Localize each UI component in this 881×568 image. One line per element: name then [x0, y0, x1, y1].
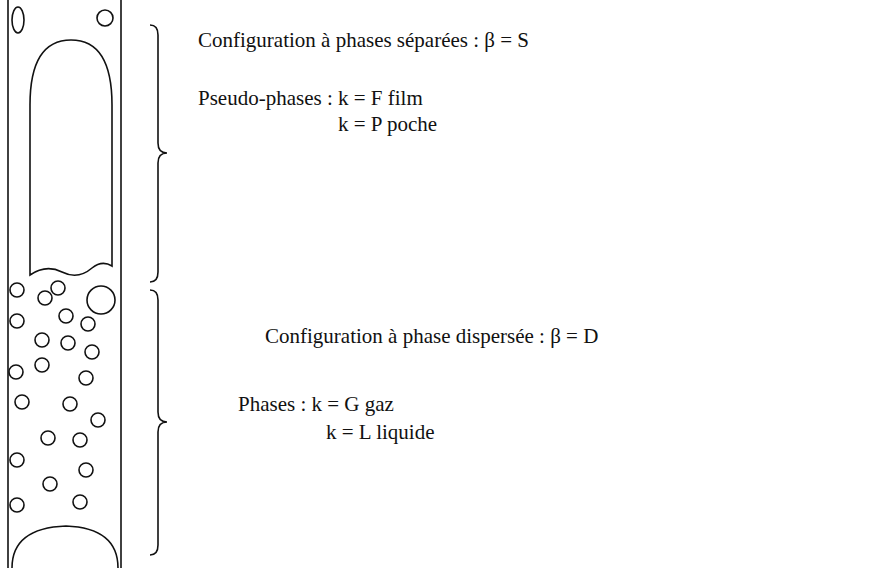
- annotation-text: Configuration à phases séparées : β = S: [198, 28, 529, 53]
- bubble: [63, 397, 77, 411]
- annotation-text: Configuration à phase dispersée : β = D: [265, 324, 598, 349]
- brace: [150, 290, 167, 555]
- brace: [150, 25, 167, 282]
- bubble: [91, 413, 105, 427]
- bubble: [79, 463, 93, 477]
- bubble: [41, 431, 55, 445]
- pipe-wall: [7, 0, 9, 568]
- taylor-bubble: [30, 40, 112, 275]
- bubble: [38, 291, 52, 305]
- bubble: [10, 314, 24, 328]
- bubble: [43, 477, 57, 491]
- bubble: [35, 358, 49, 372]
- bubble: [73, 495, 87, 509]
- bubble: [12, 7, 24, 33]
- bubble: [10, 498, 24, 512]
- bubble: [85, 345, 99, 359]
- bubble: [59, 309, 73, 323]
- taylor-bubble-nose: [12, 526, 118, 568]
- annotation-text: k = L liquide: [326, 420, 434, 445]
- bubble: [87, 286, 115, 314]
- pipe-wall: [120, 0, 122, 568]
- bubble: [79, 371, 93, 385]
- bubble: [73, 433, 87, 447]
- annotation-text: k = P poche: [338, 112, 437, 137]
- bubble: [81, 317, 95, 331]
- bubble: [61, 336, 75, 350]
- bubble: [9, 365, 23, 379]
- bubble: [10, 453, 24, 467]
- bubble: [97, 10, 113, 26]
- bubble: [10, 283, 24, 297]
- bubble: [35, 333, 49, 347]
- bubble: [51, 281, 65, 295]
- annotation-text: Phases : k = G gaz: [238, 392, 394, 417]
- bubble: [15, 395, 29, 409]
- annotation-text: Pseudo-phases : k = F film: [198, 86, 423, 111]
